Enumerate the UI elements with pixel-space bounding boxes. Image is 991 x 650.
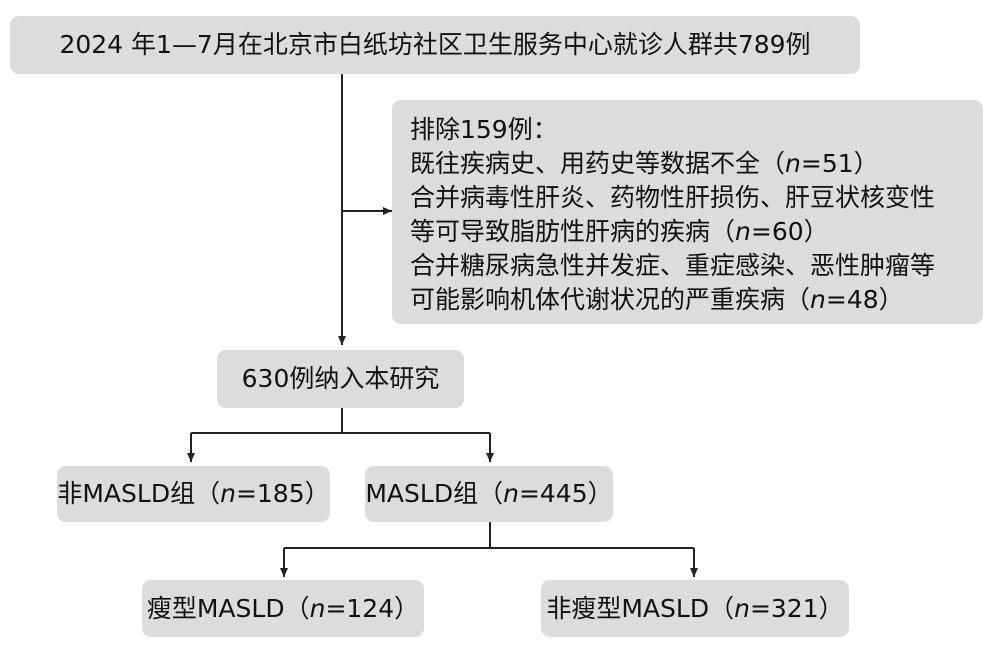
- masld-group-label: MASLD组（n=445）: [365, 479, 613, 508]
- lean-masld-label: 瘦型MASLD（n=124）: [146, 593, 420, 623]
- non-masld-group-box: 非MASLD组（n=185）: [57, 466, 330, 522]
- non-lean-masld-box: 非瘦型MASLD（n=321）: [541, 580, 849, 637]
- exclusion-box: 排除159例： 既往疾病史、用药史等数据不全（n=51） 合并病毒性肝炎、药物性…: [392, 100, 983, 324]
- lean-masld-box: 瘦型MASLD（n=124）: [142, 580, 424, 637]
- exclusion-item: 合并病毒性肝炎、药物性肝损伤、肝豆状核变性: [410, 183, 936, 212]
- exclusion-title: 排除159例：: [410, 115, 558, 144]
- exclusion-item: 合并糖尿病急性并发症、重症感染、恶性肿瘤等: [410, 251, 936, 280]
- top-population-text: 2024 年1—7月在北京市白纸坊社区卫生服务中心就诊人群共789例: [59, 30, 811, 59]
- exclusion-item: 等可导致脂肪性肝病的疾病（n=60）: [410, 217, 829, 246]
- exclusion-item: 既往疾病史、用药史等数据不全（n=51）: [410, 149, 879, 178]
- included-box: 630例纳入本研究: [217, 350, 464, 408]
- included-text: 630例纳入本研究: [241, 364, 440, 393]
- non-lean-masld-label: 非瘦型MASLD（n=321）: [546, 593, 844, 623]
- non-masld-group-label: 非MASLD组（n=185）: [57, 479, 330, 508]
- exclusion-item: 可能影响机体代谢状况的严重疾病（n=48）: [410, 285, 904, 314]
- top-population-box: 2024 年1—7月在北京市白纸坊社区卫生服务中心就诊人群共789例: [10, 16, 860, 74]
- masld-group-box: MASLD组（n=445）: [365, 466, 613, 522]
